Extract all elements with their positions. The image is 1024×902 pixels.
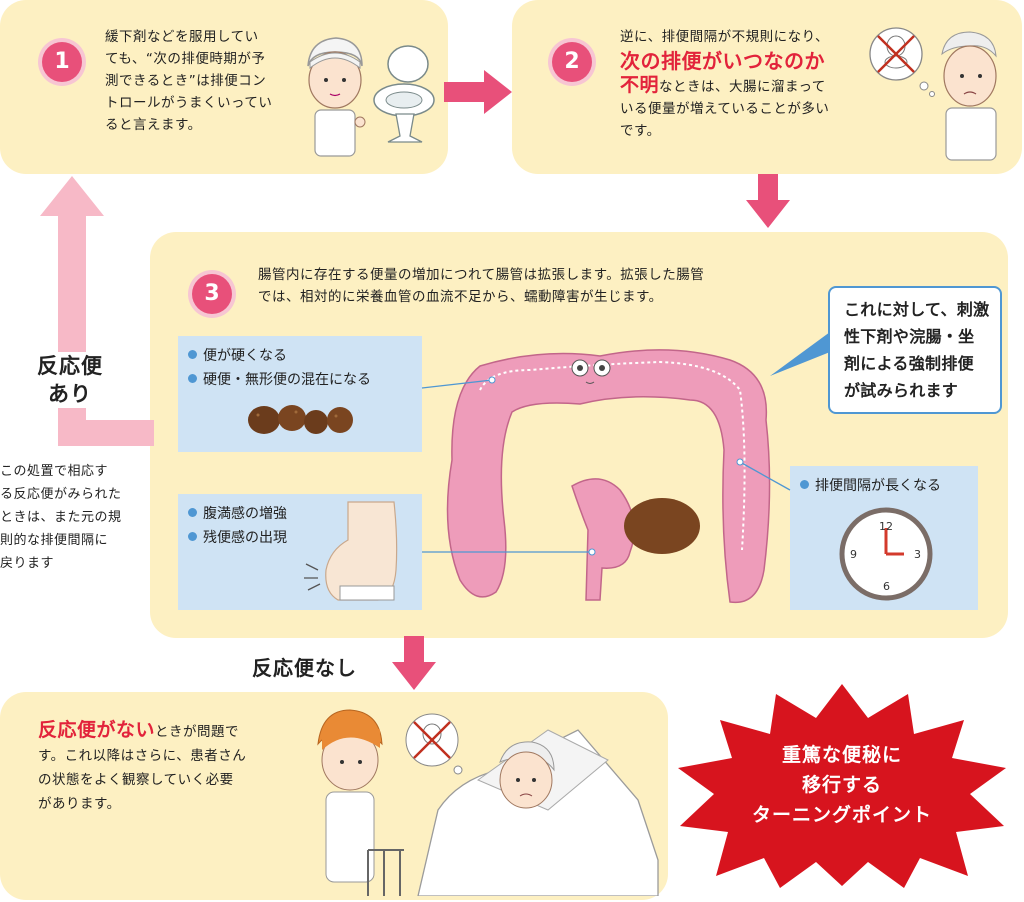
step3-text-line: では、相対的に栄養血管の血流不足から、蠕動障害が生じます。: [258, 289, 663, 305]
hard-stool-illustration: [248, 405, 353, 434]
clock-icon: 12 3 6 9: [839, 507, 933, 601]
step3-text-line: 腸管内に存在する便量の増加につれて腸管は拡張します。拡張した腸管: [258, 267, 705, 283]
abdomen-bullet: 残便感の出現: [188, 526, 287, 550]
stool-bullet: 硬便・無形便の混在になる: [188, 368, 371, 392]
step1-text-line: ると言えます。: [105, 117, 202, 133]
bottom-highlight: 反応便がない: [38, 719, 156, 741]
clock-number: 12: [879, 520, 893, 533]
step1-text: 緩下剤などを服用してい ても、“次の排便時期が予 測できるとき”は排便コン トロ…: [105, 26, 305, 136]
step2-highlight2: 不明: [620, 74, 660, 96]
step1-text-line: ても、“次の排便時期が予: [105, 51, 266, 67]
no-response-label: 反応便なし: [252, 656, 357, 680]
step2-line1: 逆に、排便間隔が不規則になり、: [620, 29, 830, 45]
abdomen-symptom-box: 腹満感の増強 残便感の出現: [178, 494, 422, 610]
arrow-right-icon: [444, 70, 512, 114]
callout-line: 性下剤や浣腸・坐: [844, 327, 975, 346]
step3-number-badge: 3: [192, 274, 232, 314]
step1-text-line: 測できるとき”は排便コン: [105, 73, 267, 89]
colon-illustration: [446, 349, 771, 604]
interval-bullet: 排便間隔が長くなる: [800, 474, 941, 498]
response-yes-note: この処置で相応す る反応便がみられた ときは、また元の規 則的な排便間隔に 戻り…: [0, 464, 122, 571]
stimulant-treatment-callout: これに対して、刺激 性下剤や浣腸・坐 剤による強制排便 が試みられます: [828, 286, 1002, 414]
arrow-down-icon: [392, 636, 436, 690]
burst-line: ターニングポイント: [751, 804, 932, 826]
turning-point-burst: [678, 684, 1006, 888]
bottom-line1: 反応便がないときが問題で: [38, 719, 240, 741]
callout-line: が試みられます: [844, 381, 959, 400]
step1-number-badge: 1: [42, 42, 82, 82]
step1-text-line: 緩下剤などを服用してい: [105, 29, 259, 45]
step2-number-badge: 2: [552, 42, 592, 82]
step2-panel: [516, 4, 1018, 170]
stool-bullet: 便が硬くなる: [188, 344, 371, 368]
step2-highlight1: 次の排便がいつなのか: [620, 49, 825, 73]
abdomen-bullet: 腹満感の増強: [188, 502, 287, 526]
clock-number: 3: [914, 548, 921, 561]
bottom-line: があります。: [38, 796, 121, 812]
step2-line5: です。: [620, 123, 661, 139]
step2-line4: いる便量が増えていることが多い: [620, 101, 830, 117]
step2-text: 逆に、排便間隔が不規則になり、 次の排便がいつなのか 不明なときは、大腸に溜まっ…: [620, 26, 890, 142]
nurse-and-bedridden-patient-illustration: [317, 709, 659, 896]
bottom-line: す。これ以降はさらに、患者さん: [38, 748, 247, 764]
turning-point-text: 重篤な便秘に 移行する ターニングポイント: [722, 740, 962, 830]
step3-text: 腸管内に存在する便量の増加につれて腸管は拡張します。拡張した腸管 では、相対的に…: [258, 264, 818, 308]
callout-line: 剤による強制排便: [844, 354, 974, 373]
step1-panel: [4, 4, 444, 170]
arrow-down-icon: [746, 174, 790, 228]
step2-line3: 不明なときは、大腸に溜まって: [620, 74, 890, 98]
nurse-with-toilet-illustration: [307, 37, 435, 157]
burst-line: 移行する: [801, 774, 882, 796]
stool-condition-box: 便が硬くなる 硬便・無形便の混在になる: [178, 336, 422, 452]
clock-number: 9: [850, 548, 857, 561]
step2-line3-rest: なときは、大腸に溜まって: [659, 79, 826, 95]
burst-line: 重篤な便秘に: [781, 744, 902, 766]
callout-line: これに対して、刺激: [844, 300, 990, 319]
interval-box: 排便間隔が長くなる 12 3 6 9: [790, 466, 978, 610]
clock-number: 6: [883, 580, 890, 593]
bottom-text: 反応便がないときが問題で す。これ以降はさらに、患者さん の状態をよく観察してい…: [38, 718, 298, 816]
step1-text-line: トロールがうまくいってい: [105, 95, 273, 111]
worried-patient-illustration: [869, 27, 997, 161]
bottom-line: の状態をよく観察していく必要: [38, 772, 234, 788]
bloated-abdomen-illustration: [304, 501, 398, 601]
response-yes-label: 反応便 あり: [30, 352, 110, 408]
